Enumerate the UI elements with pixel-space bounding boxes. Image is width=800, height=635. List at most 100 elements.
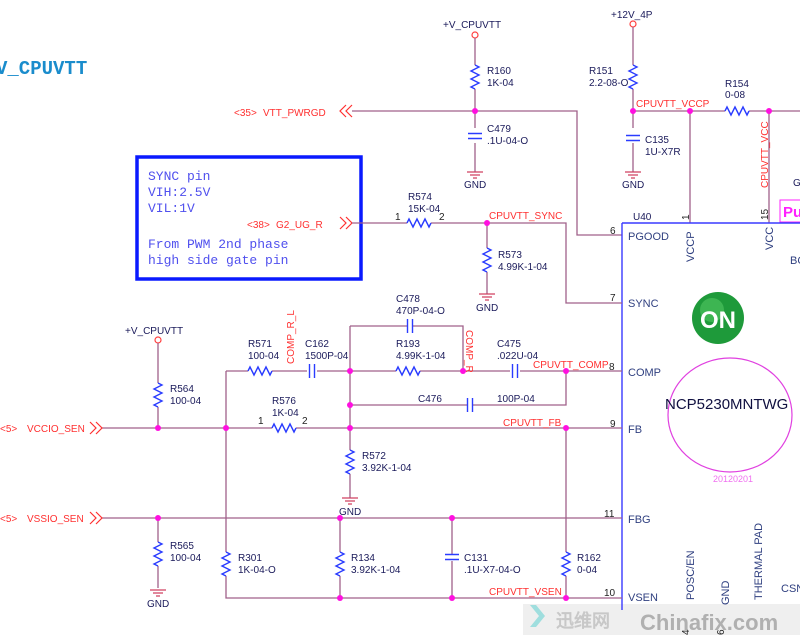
gnd-label: GND bbox=[622, 180, 644, 191]
resistor-r576 bbox=[271, 423, 297, 433]
offpage-arrow-icon bbox=[89, 511, 103, 525]
pin-number: 2 bbox=[302, 416, 308, 427]
value-c476: 100P-04 bbox=[497, 394, 535, 405]
gnd-label: GND bbox=[464, 180, 486, 191]
pin-number: 2 bbox=[439, 212, 445, 223]
resistor-r565 bbox=[153, 541, 163, 567]
gnd-label: GND bbox=[339, 507, 361, 518]
ic-part-number: NCP5230MNTWG bbox=[665, 396, 788, 413]
ref-r193: R193 bbox=[396, 339, 420, 350]
pin-number: 1 bbox=[395, 212, 401, 223]
offpage-arrow-icon bbox=[89, 421, 103, 435]
value-r160: 1K-04 bbox=[487, 78, 514, 89]
resistor-r154 bbox=[724, 106, 750, 116]
net-cpuvtt-comp: CPUVTT_COMP bbox=[533, 360, 609, 371]
junction bbox=[337, 595, 343, 601]
pin-vccp: VCCP bbox=[685, 231, 697, 262]
power-label: +V_CPUVTT bbox=[443, 20, 501, 31]
offpage-page-ref: <35> bbox=[234, 108, 257, 119]
value-r134: 3.92K-1-04 bbox=[351, 565, 401, 576]
offpage-page-ref: <5> bbox=[0, 424, 17, 435]
note-line: SYNC pin bbox=[148, 169, 210, 184]
gnd-label: GND bbox=[147, 599, 169, 610]
value-c162: 1500P-04 bbox=[305, 351, 349, 362]
power-port-icon bbox=[154, 336, 162, 344]
ref-c162: C162 bbox=[305, 339, 329, 350]
wire-vssio bbox=[102, 517, 622, 598]
net-comp-r-l: COMP_R_L bbox=[286, 310, 297, 364]
pin-number: 15 bbox=[760, 208, 771, 220]
ic-ref: U40 bbox=[633, 212, 652, 223]
power-label: +V_CPUVTT bbox=[125, 326, 183, 337]
ref-r574: R574 bbox=[408, 192, 432, 203]
ref-c479: C479 bbox=[487, 124, 511, 135]
power-port-icon bbox=[629, 20, 637, 28]
wire-pgood bbox=[352, 110, 622, 236]
value-r162: 0-04 bbox=[577, 565, 597, 576]
pin-number: 9 bbox=[610, 419, 616, 430]
pin-number: 6 bbox=[716, 629, 727, 635]
value-r572: 3.92K-1-04 bbox=[362, 463, 412, 474]
junction bbox=[347, 425, 353, 431]
junction bbox=[223, 425, 229, 431]
offpage-g2-ug-r: G2_UG_R bbox=[276, 220, 323, 231]
value-r574: 15K-04 bbox=[408, 204, 441, 215]
resistor-r162 bbox=[561, 551, 571, 577]
power-label: +12V_4P bbox=[611, 10, 653, 21]
pin-pgood: PGOOD bbox=[628, 231, 669, 243]
resistor-r160 bbox=[470, 64, 480, 90]
pin-fbg: FBG bbox=[628, 514, 651, 526]
junction bbox=[337, 515, 343, 521]
offpage-vtt-pwrgd: VTT_PWRGD bbox=[263, 108, 326, 119]
wire-feedback bbox=[102, 325, 622, 599]
page-title: V_CPUVTT bbox=[0, 58, 87, 80]
watermark-cn: 迅维网 bbox=[556, 610, 610, 631]
value-r565: 100-04 bbox=[170, 553, 202, 564]
capacitor-c135 bbox=[625, 134, 641, 142]
value-r564: 100-04 bbox=[170, 396, 202, 407]
pin-number: 1 bbox=[258, 416, 264, 427]
ic-date: 20120201 bbox=[713, 474, 753, 484]
value-r154: 0-08 bbox=[725, 90, 745, 101]
net-cpuvtt-vsen: CPUVTT_VSEN bbox=[489, 587, 562, 598]
pin-number: 4 bbox=[681, 629, 692, 635]
pin-gnd: GND bbox=[720, 581, 732, 606]
ref-r576: R576 bbox=[272, 396, 296, 407]
ref-r160: R160 bbox=[487, 66, 511, 77]
watermark-bg bbox=[523, 604, 800, 635]
net-cpuvtt-fb: CPUVTT_FB bbox=[503, 418, 562, 429]
power-port-icon bbox=[471, 31, 479, 39]
pin-number: 6 bbox=[610, 226, 616, 237]
ref-r573: R573 bbox=[498, 250, 522, 261]
pin-partial: BC bbox=[790, 255, 800, 267]
junction bbox=[449, 595, 455, 601]
watermark-logo-icon bbox=[530, 605, 545, 627]
pu-box bbox=[779, 199, 800, 223]
ref-r301: R301 bbox=[238, 553, 262, 564]
junction bbox=[484, 220, 490, 226]
junction bbox=[563, 425, 569, 431]
ref-c135: C135 bbox=[645, 135, 669, 146]
ref-c475: C475 bbox=[497, 339, 521, 350]
net-cpuvtt-sync: CPUVTT_SYNC bbox=[489, 211, 562, 222]
ground-icon bbox=[478, 293, 496, 301]
pin-vcc: VCC bbox=[764, 227, 776, 250]
value-c135: 1U-X7R bbox=[645, 147, 681, 158]
pin-number: 1 bbox=[681, 214, 692, 220]
logo-highlight bbox=[700, 298, 724, 322]
offpage-page-ref: <38> bbox=[247, 220, 270, 231]
junction bbox=[347, 402, 353, 408]
note-line: high side gate pin bbox=[148, 253, 288, 268]
value-r573: 4.99K-1-04 bbox=[498, 262, 548, 273]
value-r301: 1K-04-O bbox=[238, 565, 276, 576]
ref-r564: R564 bbox=[170, 384, 194, 395]
pu-label: Pu bbox=[783, 204, 800, 221]
resistor-r572 bbox=[345, 449, 355, 475]
net-cpuvtt-vcc: CPUVTT_VCC bbox=[760, 121, 771, 188]
capacitor-c476 bbox=[466, 397, 474, 413]
value-c131: .1U-X7-04-O bbox=[464, 565, 521, 576]
junction bbox=[460, 368, 466, 374]
capacitor-c162 bbox=[308, 363, 316, 379]
ground-icon bbox=[149, 589, 167, 597]
